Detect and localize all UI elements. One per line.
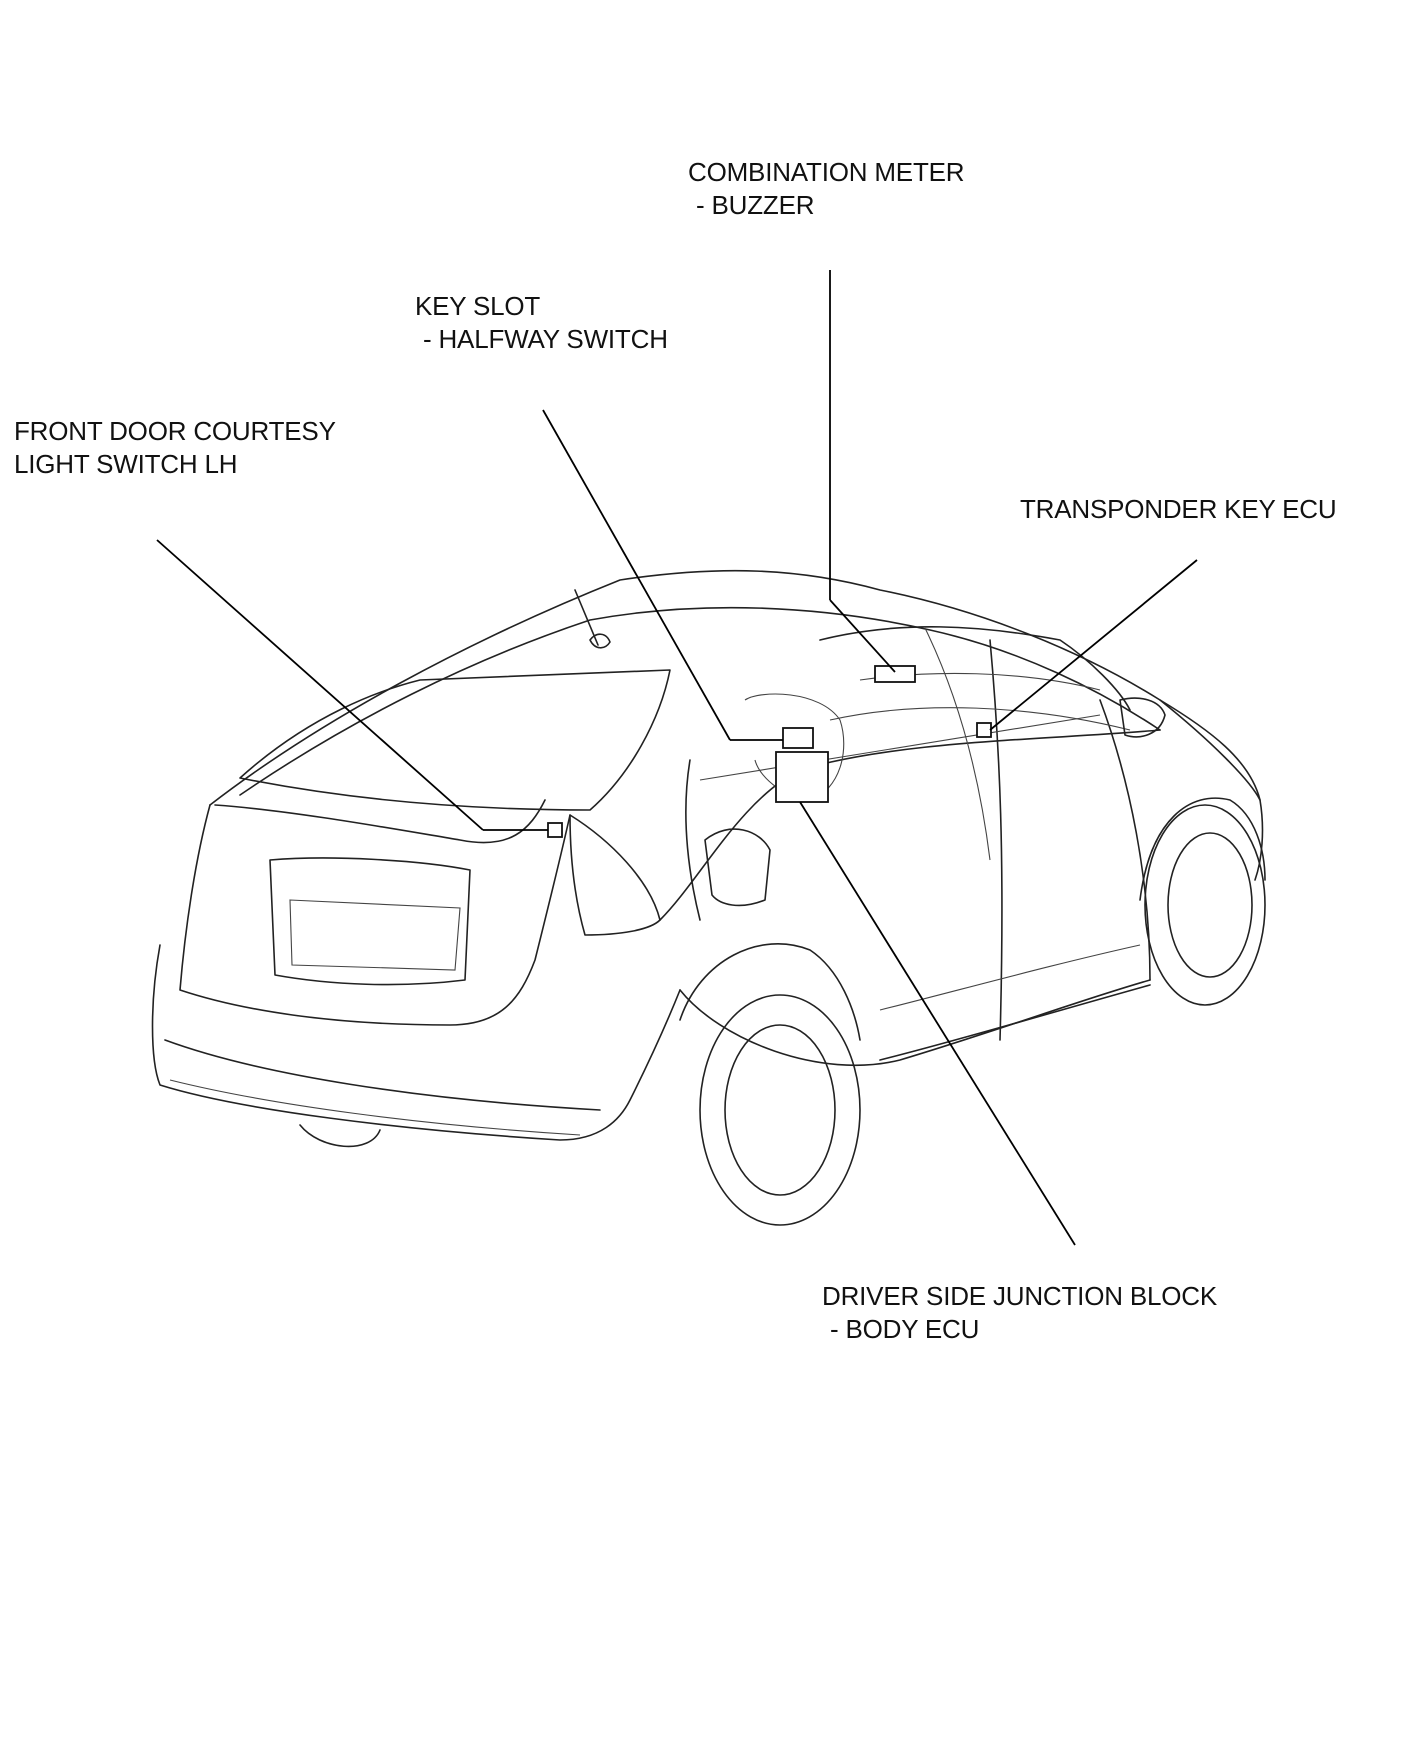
callout-transponder: TRANSPONDER KEY ECU (1020, 493, 1337, 526)
callout-junction-block: DRIVER SIDE JUNCTION BLOCK - BODY ECU (822, 1280, 1217, 1346)
exhaust (299, 1124, 381, 1148)
junction-block-part (775, 751, 829, 803)
rear-bumper (151, 944, 681, 1141)
door-switch-part (547, 822, 563, 838)
a-pillar (924, 627, 991, 861)
front-wheel-rim (1167, 832, 1253, 978)
antenna (574, 589, 599, 646)
key-slot-part (782, 727, 814, 749)
rear-hatch (179, 804, 571, 1026)
callout-junction-block-title: DRIVER SIDE JUNCTION BLOCK (822, 1281, 1217, 1311)
center-pillar (989, 639, 1003, 1041)
leader-transponder (989, 559, 1198, 731)
rear-window (239, 669, 671, 811)
belt-line (699, 714, 1101, 781)
callout-combination-meter-sub: - BUZZER (696, 190, 815, 220)
side-body (659, 729, 1161, 921)
tail-lamp (569, 814, 661, 936)
windshield (819, 626, 1131, 711)
license-plate (289, 899, 461, 971)
front-arch (1139, 797, 1266, 901)
bumper-line (169, 1079, 581, 1136)
rear-door-edge (685, 759, 701, 921)
transponder-part (976, 722, 992, 738)
side-mirror (1119, 697, 1166, 738)
front-nose (1159, 699, 1264, 881)
callout-junction-block-sub: - BODY ECU (830, 1314, 980, 1344)
roof-outline (209, 569, 1261, 806)
callout-key-slot-sub: - HALFWAY SWITCH (423, 324, 668, 354)
hatch-garnish (214, 799, 546, 844)
front-wheel (1144, 804, 1266, 1006)
callout-key-slot-title: KEY SLOT (415, 291, 541, 321)
rear-wheel-rim (724, 1024, 836, 1196)
roof-line-inner (239, 606, 1161, 796)
callout-combination-meter-title: COMBINATION METER (688, 157, 965, 187)
leader-key-slot (542, 409, 731, 741)
bumper-lower (164, 1039, 601, 1111)
dash-lower (829, 707, 1131, 731)
callout-front-door-title: FRONT DOOR COURTESY (14, 416, 336, 446)
rear-wheel (699, 994, 861, 1226)
meter-part (874, 665, 916, 683)
callout-front-door: FRONT DOOR COURTESY LIGHT SWITCH LH (14, 415, 336, 481)
leader-junction-block (799, 801, 1076, 1246)
license-recess (269, 857, 471, 986)
front-door-front (1099, 699, 1151, 981)
rocker-line (879, 984, 1151, 1061)
door-handle-line (879, 944, 1141, 1011)
callout-transponder-title: TRANSPONDER KEY ECU (1020, 494, 1337, 524)
fuel-door (704, 828, 771, 907)
antenna-base (589, 633, 611, 649)
leader-front-door (156, 539, 484, 831)
leader-combination-meter-2 (829, 599, 896, 673)
rear-arch (679, 943, 861, 1041)
callout-combination-meter: COMBINATION METER - BUZZER (688, 156, 965, 222)
callout-front-door-sub: LIGHT SWITCH LH (14, 449, 238, 479)
side-sill (679, 979, 1151, 1067)
callout-key-slot: KEY SLOT - HALFWAY SWITCH (415, 290, 668, 356)
